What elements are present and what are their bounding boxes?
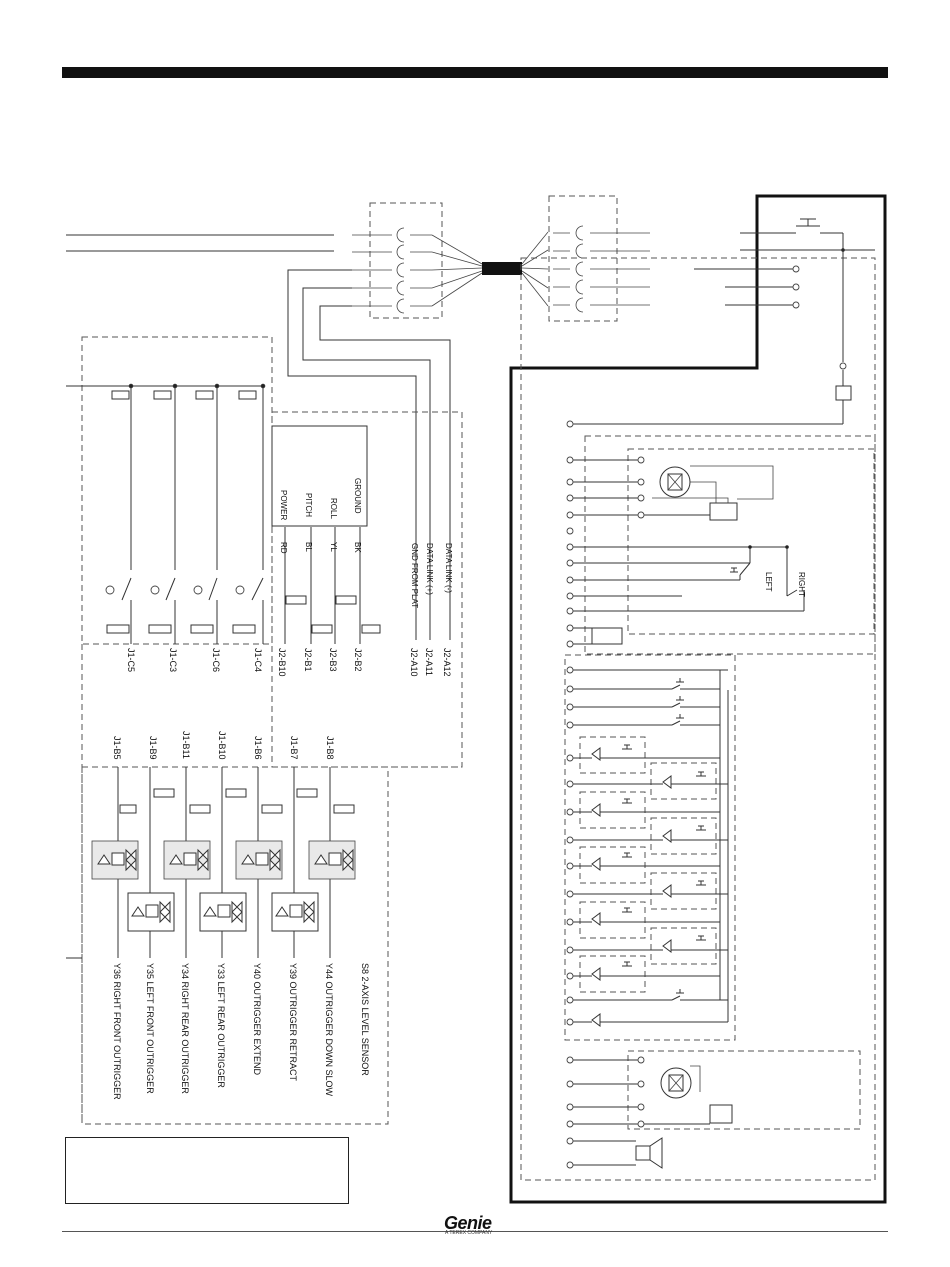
logo-wordmark: Genie — [444, 1213, 492, 1233]
wire-color-rd: RD — [279, 542, 288, 554]
label-right: RIGHT — [797, 572, 806, 597]
terminal-j1-b5: J1-B5 — [112, 736, 122, 760]
wire-color-bl: BL — [304, 542, 313, 552]
component-y36: Y36 RIGHT FRONT OUTRIGGER — [112, 963, 122, 1100]
signal-data-link-minus: DATA LINK (-) — [444, 543, 453, 593]
component-y35: Y35 LEFT FRONT OUTRIGGER — [145, 963, 155, 1094]
terminal-j2-b3: J2-B3 — [328, 648, 338, 672]
component-labels: Y36 RIGHT FRONT OUTRIGGER Y35 LEFT FRONT… — [112, 963, 370, 1100]
joystick-direction-labels: LEFT RIGHT — [764, 572, 806, 597]
sensor-pin-labels: POWER PITCH ROLL GROUND — [279, 478, 362, 520]
signal-gnd-from-plat: GND FROM PLAT — [410, 543, 419, 608]
wire-color-bk: BK — [353, 542, 362, 553]
signal-labels: GND FROM PLAT DATA LINK (+) DATA LINK (-… — [410, 543, 453, 608]
splice-block — [482, 262, 522, 275]
connector-harness — [66, 195, 650, 640]
genie-logo: Genie A TEREX COMPANY — [444, 1213, 506, 1239]
terminal-j2-b1: J2-B1 — [303, 648, 313, 672]
sensor-pin-pitch: PITCH — [304, 493, 313, 517]
terminal-j1-b10: J1-B10 — [217, 731, 227, 760]
terminal-j1-c4: J1-C4 — [253, 648, 263, 672]
sensor-pin-roll: ROLL — [329, 498, 338, 519]
led-column — [566, 736, 728, 1027]
footer-rule — [62, 1231, 888, 1232]
terminal-j1-b9: J1-B9 — [148, 736, 158, 760]
horn-icon — [635, 1145, 651, 1161]
terminal-j1-c6: J1-C6 — [211, 648, 221, 672]
component-y34: Y34 RIGHT REAR OUTRIGGER — [180, 963, 190, 1094]
bottom-terminal-labels: J1-B5 J1-B9 J1-B11 J1-B10 J1-B6 J1-B7 J1… — [112, 731, 335, 760]
header-bar — [62, 67, 888, 78]
component-y39: Y39 OUTRIGGER RETRACT — [288, 963, 298, 1082]
sensor-pin-power: POWER — [279, 490, 288, 520]
top-terminal-labels: J1-C5 J1-C3 J1-C6 J1-C4 J2-B10 J2-B1 J2-… — [126, 648, 452, 677]
terminal-j1-c3: J1-C3 — [168, 648, 178, 672]
terminal-j2-b10: J2-B10 — [277, 648, 287, 677]
ground-control-module — [66, 336, 463, 1125]
terminal-j2-a10: J2-A10 — [409, 648, 419, 677]
wire-color-labels: RD BL YL BK — [279, 542, 362, 554]
component-y33: Y33 LEFT REAR OUTRIGGER — [216, 963, 226, 1088]
component-y40: Y40 OUTRIGGER EXTEND — [252, 963, 262, 1076]
terminal-j1-b8: J1-B8 — [325, 736, 335, 760]
sensor-pin-ground: GROUND — [353, 478, 362, 514]
terminal-j2-a12: J2-A12 — [442, 648, 452, 677]
signal-data-link-plus: DATA LINK (+) — [425, 543, 434, 595]
terminal-j1-b11: J1-B11 — [181, 731, 191, 759]
wire-color-yl: YL — [329, 542, 338, 552]
terminal-j2-b2: J2-B2 — [353, 648, 363, 672]
level-sensor-body — [271, 425, 368, 527]
valve-row-upper — [91, 840, 356, 880]
label-left: LEFT — [764, 572, 773, 592]
terminal-j2-a11: J2-A11 — [424, 648, 434, 676]
terminal-j1-b7: J1-B7 — [289, 736, 299, 760]
component-s8: S8 2-AXIS LEVEL SENSOR — [360, 963, 370, 1076]
terminal-j1-b6: J1-B6 — [253, 736, 263, 760]
valve-row-lower — [127, 892, 319, 932]
terminal-j1-c5: J1-C5 — [126, 648, 136, 672]
platform-control-box — [509, 194, 887, 1204]
component-y44: Y44 OUTRIGGER DOWN SLOW — [324, 963, 334, 1097]
note-box — [65, 1137, 349, 1204]
logo-tagline: A TEREX COMPANY — [445, 1230, 493, 1236]
